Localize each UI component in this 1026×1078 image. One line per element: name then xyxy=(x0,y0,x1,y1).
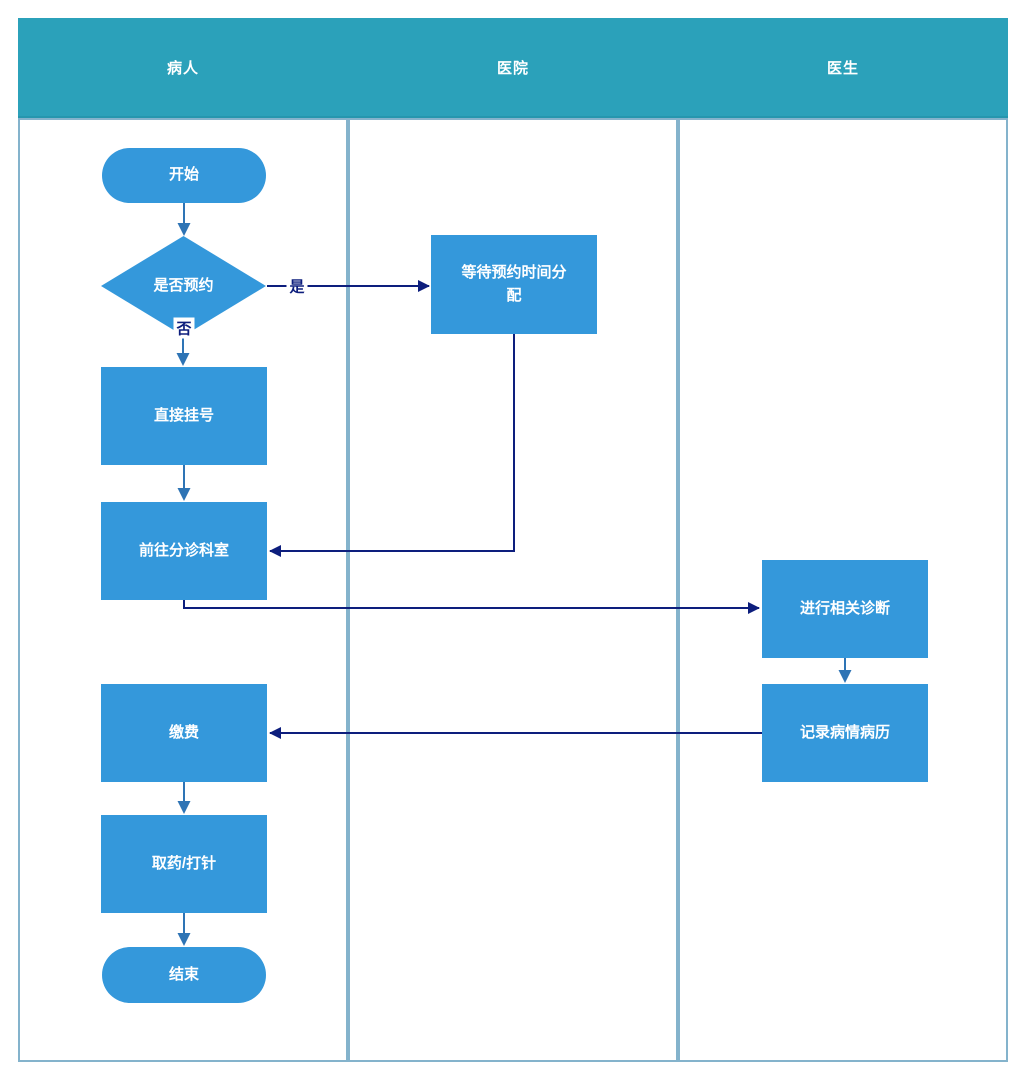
node-wait-appointment-time: 等待预约时间分配 xyxy=(431,235,597,334)
lane-header-doctor: 医生 xyxy=(826,59,859,77)
node-start: 开始 xyxy=(102,148,266,203)
node-decision-label: 是否预约 xyxy=(153,276,214,294)
pool-header: 病人 医院 医生 xyxy=(18,18,1008,118)
node-start-label: 开始 xyxy=(168,166,199,184)
node-triage-label: 前往分诊科室 xyxy=(138,541,229,559)
node-perform-diagnosis: 进行相关诊断 xyxy=(762,560,928,658)
node-medicine-label: 取药/打针 xyxy=(151,854,217,872)
edge-label-no: 否 xyxy=(173,317,195,339)
node-diagnose-label: 进行相关诊断 xyxy=(799,599,890,617)
node-register-label: 直接挂号 xyxy=(153,406,214,424)
node-go-triage-department: 前往分诊科室 xyxy=(101,502,267,600)
lane-header-hospital: 医院 xyxy=(496,59,529,77)
node-direct-register: 直接挂号 xyxy=(101,367,267,465)
node-record-label: 记录病情病历 xyxy=(799,723,890,741)
node-end-label: 结束 xyxy=(168,965,199,983)
node-pay-fee: 缴费 xyxy=(101,684,267,782)
edge-label-yes: 是 xyxy=(286,275,308,297)
node-get-medicine-injection: 取药/打针 xyxy=(101,815,267,913)
lane-header-patient: 病人 xyxy=(166,59,199,77)
node-wait-label: 等待预约时间分配 xyxy=(461,264,567,304)
node-pay-label: 缴费 xyxy=(168,723,199,741)
node-end: 结束 xyxy=(102,947,266,1003)
node-record-medical-history: 记录病情病历 xyxy=(762,684,928,782)
